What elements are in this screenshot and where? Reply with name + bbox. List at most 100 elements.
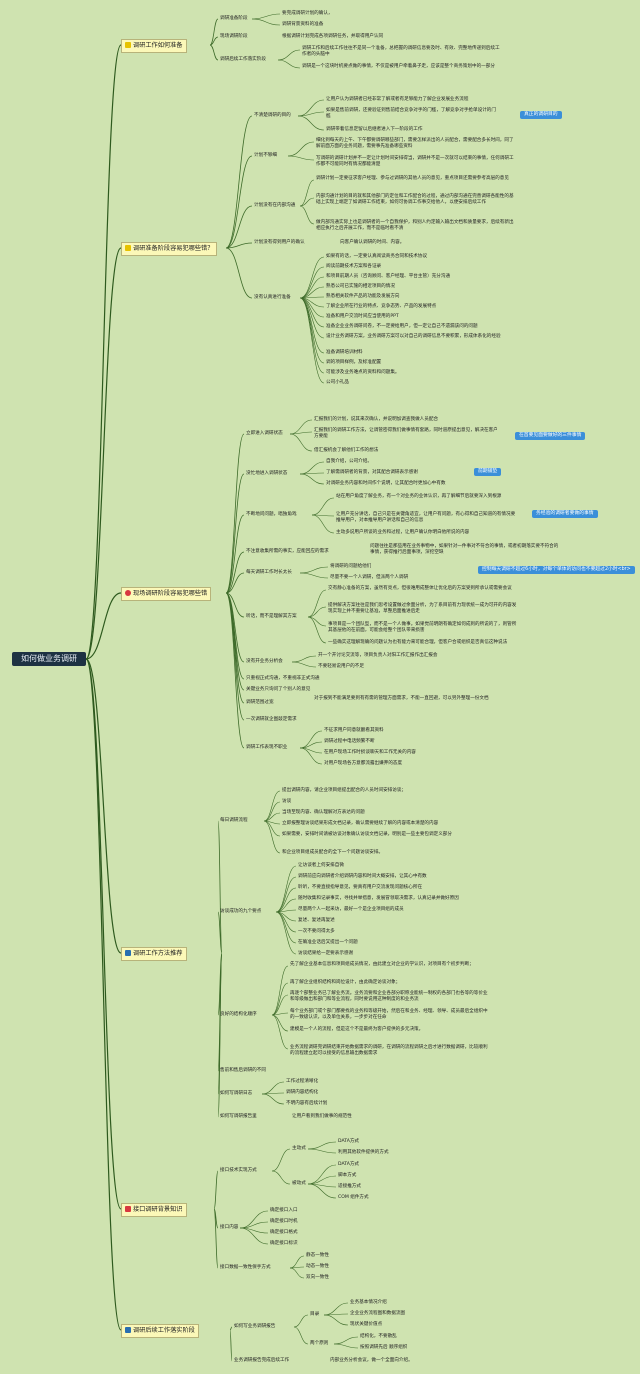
- connector-line: [275, 865, 297, 913]
- s2-purpose-branch[interactable]: 不清楚调研的目的: [254, 113, 291, 118]
- s3-scope-text: 对于报到不能满足要到有有需的管理方面需求，不能一直回避，可以另外整理一份文档: [314, 696, 489, 701]
- connector-line: [299, 297, 325, 374]
- s4-log-branch[interactable]: 如何写调研日志: [220, 1091, 253, 1096]
- s3-enter-branch[interactable]: 立即进入调研状态: [246, 431, 283, 436]
- connector-line: [299, 461, 325, 475]
- s5-passive-item: 适接推方式: [338, 1184, 361, 1189]
- s2-internal-branch[interactable]: 计划没有在内部沟通: [254, 203, 296, 208]
- connector-line: [271, 994, 289, 1016]
- s2-purpose-note: 真正的调研目的: [520, 111, 562, 119]
- section-prepare[interactable]: 调研工作如何准备: [121, 39, 187, 53]
- s6-toc-item: 业务基本情况介绍: [350, 1300, 387, 1305]
- s4-structure-branch[interactable]: 良好的结构化顺序: [220, 1012, 257, 1017]
- s5-consistency-item: 动态一致性: [306, 1264, 329, 1269]
- s5-passive[interactable]: 被动式: [292, 1181, 306, 1186]
- section-onsite-mistakes[interactable]: 现场调研阶段容易犯哪些错: [121, 587, 212, 601]
- connector-line: [299, 179, 315, 207]
- connector-line: [291, 661, 317, 668]
- s4-tips-item: 一次不要问得太多: [298, 929, 335, 934]
- s1-prep-item: 要完成调研计划的确认，: [282, 11, 333, 16]
- s3-facts-branch[interactable]: 不注意收集所需的事实，应能回应的需求: [246, 549, 329, 554]
- s6-toc-item: 现状关键价值点: [350, 1322, 383, 1327]
- s3-hurry-branch[interactable]: 没忙地进入调研状态: [246, 471, 288, 476]
- s5-consistency-item: 静态一致性: [306, 1253, 329, 1258]
- section-methods[interactable]: 调研工作方法推荐: [121, 947, 187, 961]
- s4-tips-branch[interactable]: 访谈成功的九个要点: [220, 909, 262, 914]
- section-prep-mistakes[interactable]: 调研准备阶段容易犯哪些错？: [121, 242, 218, 256]
- connector-line: [333, 1336, 359, 1345]
- s5-consistency-branch[interactable]: 接口数据一致性保手方式: [220, 1265, 271, 1270]
- s2-confirm-branch[interactable]: 计划没有得到用户的确认: [254, 240, 305, 245]
- section-title: 现场调研阶段容易犯哪些错: [133, 590, 208, 597]
- s3-single-source-branch[interactable]: 关键业务只询问了个别人的意见: [246, 687, 311, 692]
- s2-internal-item: 做内部沟通实际上也是调研者的一个自我保护，和别人约定输入输出文档和质量要求，后续…: [316, 220, 514, 231]
- s3-scope-branch[interactable]: 调研范围过宽: [246, 700, 274, 705]
- connector-line: [217, 952, 223, 1118]
- section-title: 调研准备阶段容易犯哪些错？: [133, 245, 214, 252]
- s1-followup-stage[interactable]: 调研后续工作落实阶段: [220, 57, 266, 62]
- s2-plan-branch[interactable]: 计划不够细: [254, 153, 277, 158]
- s4-daily-branch[interactable]: 每日调研流程: [220, 818, 248, 823]
- connector-line: [297, 99, 325, 117]
- s4-tips-item: 尽量两个人一起采访，最好一个是企业项目组的成员: [298, 907, 404, 912]
- s3-solo-item: 让用户充分讲话，自己只是在关键角适宜，让用户有问题，有心得和自己知道的有情况要推…: [336, 512, 516, 523]
- connector-line: [85, 247, 122, 660]
- connector-line: [225, 205, 253, 249]
- connector-line: [307, 1175, 337, 1185]
- connector-line: [225, 242, 253, 249]
- connector-line: [209, 18, 219, 46]
- connector-line: [213, 1208, 219, 1269]
- s5-active[interactable]: 主动式: [292, 1146, 306, 1151]
- connector-line: [271, 1148, 291, 1172]
- s6-principles[interactable]: 两个原则: [310, 1341, 329, 1346]
- section-interface[interactable]: 接口调研背景知识: [121, 1203, 187, 1217]
- root-node[interactable]: 如何做业务调研: [12, 652, 86, 666]
- s3-unprofessional-branch[interactable]: 调研工作表现不职业: [246, 745, 288, 750]
- s4-daily-item: 提出调研内容，请企业项目组提出配合的人员时间安排访谈；: [282, 788, 407, 793]
- s3-informal-branch[interactable]: 只重视正式沟通，不重视非正式沟通: [246, 676, 320, 681]
- s6-report-branch[interactable]: 如何写业务调研报告: [234, 1324, 276, 1329]
- s3-listen-branch[interactable]: 听话，而不是理解其方案: [246, 614, 297, 619]
- s2-prep-branch[interactable]: 没有认真进行准备: [254, 295, 291, 300]
- s2-confirm-text: 向客户确认调研的时间、内容。: [340, 240, 405, 245]
- s4-tips-item: 调研前应向调研者介绍调研内容和时间大概安排，让其心中有数: [298, 874, 427, 879]
- square-icon: [125, 1327, 131, 1333]
- s3-meeting-branch[interactable]: 没有开业务分析会: [246, 659, 283, 664]
- connector-line: [225, 551, 245, 594]
- s1-prep-stage[interactable]: 调研准备阶段: [220, 16, 248, 21]
- s5-content-branch[interactable]: 接口内容: [220, 1225, 239, 1230]
- connector-line: [225, 473, 245, 594]
- s6-after-branch[interactable]: 业务调研报告完成后续工作: [234, 1358, 290, 1363]
- s2-plan-item: 细化到每天的上午、下午都要调研哪些部门，需要怎样派出的人员配合，需要配合多长时间…: [316, 138, 514, 149]
- s6-toc-item: 企业业务流程图和数据流图: [350, 1311, 406, 1316]
- connector-line: [217, 820, 223, 954]
- s1-onsite-stage[interactable]: 现场调研阶段: [220, 34, 248, 39]
- s2-prep-item: 如果有的话，一定要认真阅读商务合同和技术协议: [326, 254, 428, 259]
- s6-principle-item: 按照调研先后 顺序组织: [360, 1345, 408, 1350]
- s4-presale-branch[interactable]: 售前和售后调研的不同: [220, 1068, 266, 1073]
- s3-enter-item: 汇报我们的调研工作方法，让调管密得我们做事情有套路，同时道原提出意见，解决在客户…: [314, 428, 498, 439]
- s1-followup-item: 调研是一个这块时机要点做的事情，不仅是被用户牵着鼻子走，应该是整个商务策划中的一…: [302, 64, 495, 69]
- connector-line: [225, 572, 245, 594]
- connector-line: [289, 433, 313, 452]
- connector-line: [275, 887, 297, 913]
- connector-line: [271, 982, 289, 1016]
- s3-duration-branch[interactable]: 每天调研工作时长太长: [246, 570, 292, 575]
- heart-icon: [125, 590, 131, 596]
- connector-line: [263, 820, 281, 854]
- connector-line: [289, 419, 313, 435]
- connector-line: [307, 1164, 337, 1185]
- s6-toc[interactable]: 目录: [310, 1312, 320, 1317]
- connector-line: [299, 747, 323, 765]
- s3-solo-branch[interactable]: 不断地问问题，唱独角戏: [246, 512, 297, 517]
- connector-line: [307, 1148, 337, 1154]
- s1-followup-item: 调研工作和后续工作往往不是同一个准备，总把握的调研信息要及时、有效、完整地传递到…: [302, 46, 500, 57]
- connector-line: [263, 790, 281, 822]
- section-followup[interactable]: 调研后续工作落实阶段: [121, 1324, 199, 1338]
- connector-line: [299, 297, 325, 384]
- s3-once-branch[interactable]: 一次调研就企图敲定需求: [246, 717, 297, 722]
- s2-internal-item: 调研计划一定要征求客户经理、参与过调研的其他人员的意见，重点项目还需要参考高层的…: [316, 176, 509, 181]
- connector-line: [85, 592, 122, 660]
- s5-tech-branch[interactable]: 接口技术实现方式: [220, 1168, 257, 1173]
- s4-report-branch[interactable]: 如何写调研报告里: [220, 1114, 257, 1119]
